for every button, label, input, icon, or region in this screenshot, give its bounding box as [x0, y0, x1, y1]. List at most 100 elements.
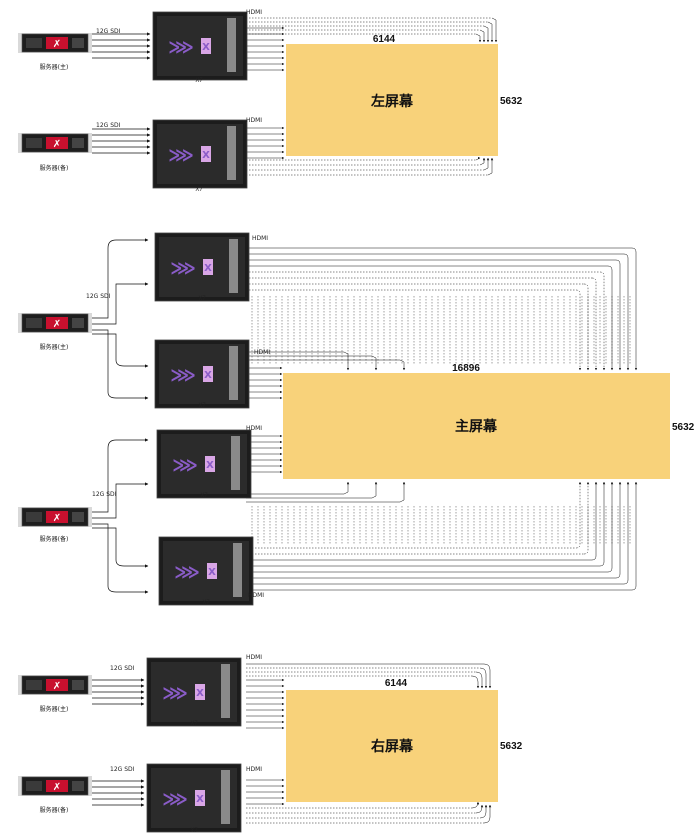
- server-front-panel: [46, 511, 68, 523]
- hdmi-rise: [471, 801, 480, 809]
- model-label-1: X7: [195, 78, 203, 84]
- x7-badge-letter-icon: X: [196, 794, 204, 805]
- x7-brand-logo-icon: ⋙: [174, 562, 200, 583]
- x7-badge-icon: [203, 259, 213, 275]
- hdmi-rise: [599, 481, 606, 567]
- main-screen-name: 主屏幕: [455, 418, 498, 435]
- left-screen-name: 左屏幕: [370, 93, 414, 110]
- hdmi-drop: [583, 283, 590, 371]
- hdmi-drop: [471, 675, 480, 689]
- hdmi-label-8: HDMI: [246, 766, 262, 773]
- sdi-label-main-backup: 12G SDI: [92, 491, 117, 498]
- server-logo-icon: ✗: [53, 139, 61, 150]
- sdi-branch: [92, 527, 149, 568]
- right-screen-name: 右屏幕: [370, 738, 414, 755]
- hdmi-drop: [575, 289, 582, 371]
- hdmi-drop: [479, 29, 486, 43]
- x7-badge-letter-icon: X: [204, 370, 212, 381]
- sdi-label-right-backup: 12G SDI: [110, 766, 135, 773]
- hdmi-rise: [479, 804, 488, 819]
- hdmi-label-1: HDMI: [246, 9, 262, 16]
- server-label-left-main: 服务器(主): [40, 63, 69, 71]
- server-left-main: ✗: [18, 33, 92, 53]
- hdmi-rise: [343, 481, 350, 495]
- hdmi-rise: [483, 157, 490, 171]
- server-front-panel: [46, 317, 68, 329]
- hdmi-drop: [623, 253, 630, 371]
- x7-brand-logo-icon: ⋙: [162, 683, 188, 704]
- x7-badge-icon: [201, 38, 211, 54]
- x7-badge-icon: [195, 790, 205, 806]
- hdmi-drop: [475, 33, 482, 43]
- x7-brand-logo-icon: ⋙: [170, 365, 196, 386]
- server-front-panel: [46, 137, 68, 149]
- x7-handle: [231, 436, 240, 490]
- hdmi-drop: [599, 271, 606, 371]
- x7-handle: [221, 770, 230, 824]
- server-logo-icon: ✗: [53, 319, 61, 330]
- x7-brand-logo-icon: ⋙: [162, 789, 188, 810]
- x7-handle: [229, 239, 238, 293]
- hdmi-drop: [487, 21, 494, 43]
- x7-badge-letter-icon: X: [196, 688, 204, 699]
- hdmi-label-2: HDMI: [246, 117, 262, 124]
- x7-brand-logo-icon: ⋙: [168, 37, 194, 58]
- model-label-8: X7: [190, 828, 198, 834]
- server-label-right-main: 服务器(主): [40, 705, 69, 713]
- x7-unit-4: ⋙X: [154, 339, 250, 409]
- hdmi-drop: [631, 247, 638, 371]
- hdmi-drop: [475, 671, 484, 689]
- x7-brand-logo-icon: ⋙: [172, 455, 198, 476]
- server-drive-bay: [72, 318, 84, 328]
- x7-handle: [227, 18, 236, 72]
- x7-unit-3: ⋙X: [154, 232, 250, 302]
- server-label-main-backup: 服务器(备): [40, 535, 69, 543]
- hdmi-label-7: HDMI: [246, 654, 262, 661]
- server-left-backup: ✗: [18, 133, 92, 153]
- sdi-branch: [92, 329, 149, 400]
- sdi-label-left-backup: 12G SDI: [96, 122, 121, 129]
- server-label-right-backup: 服务器(备): [40, 806, 69, 814]
- x7-badge-icon: [203, 366, 213, 382]
- wiring-layer: [92, 17, 638, 824]
- hdmi-rise: [487, 157, 494, 176]
- x7-unit-5: ⋙X: [156, 429, 252, 499]
- hdmi-label-6: HDMI: [248, 592, 264, 599]
- sdi-branch: [92, 482, 149, 519]
- server-front-panel: [46, 679, 68, 691]
- server-vent: [26, 512, 42, 522]
- device-layer: ✗✗⋙X⋙X✗✗⋙X⋙X⋙X⋙X✗✗⋙X⋙X: [18, 11, 254, 833]
- server-label-left-backup: 服务器(备): [40, 164, 69, 172]
- x7-brand-logo-icon: ⋙: [170, 258, 196, 279]
- x7-badge-letter-icon: X: [204, 263, 212, 274]
- x7-badge-icon: [201, 146, 211, 162]
- sdi-label-main-main: 12G SDI: [86, 293, 111, 300]
- sdi-label-left-main: 12G SDI: [96, 28, 121, 35]
- server-vent: [26, 781, 42, 791]
- hdmi-rise: [623, 481, 630, 585]
- hdmi-rise: [591, 481, 598, 561]
- hdmi-rise: [607, 481, 614, 573]
- hdmi-drop: [483, 25, 490, 43]
- model-label-6: X7: [202, 600, 210, 606]
- server-vent: [26, 138, 42, 148]
- hdmi-rise: [399, 481, 406, 503]
- model-label-7: X7: [190, 721, 198, 727]
- server-logo-icon: ✗: [53, 782, 61, 793]
- x7-unit-7: ⋙X: [146, 657, 242, 727]
- hdmi-rise: [475, 804, 484, 814]
- hdmi-rise: [483, 804, 492, 824]
- main-screen-height: 5632: [672, 422, 695, 433]
- server-front-panel: [46, 37, 68, 49]
- server-right-main: ✗: [18, 675, 92, 695]
- server-label-main-main: 服务器(主): [40, 343, 69, 351]
- hdmi-label-3: HDMI: [252, 235, 268, 242]
- x7-handle: [221, 664, 230, 718]
- x7-handle: [229, 346, 238, 400]
- x7-badge-icon: [205, 456, 215, 472]
- hdmi-rise: [479, 157, 486, 166]
- hdmi-rise: [615, 481, 622, 579]
- right-screen: [286, 690, 498, 802]
